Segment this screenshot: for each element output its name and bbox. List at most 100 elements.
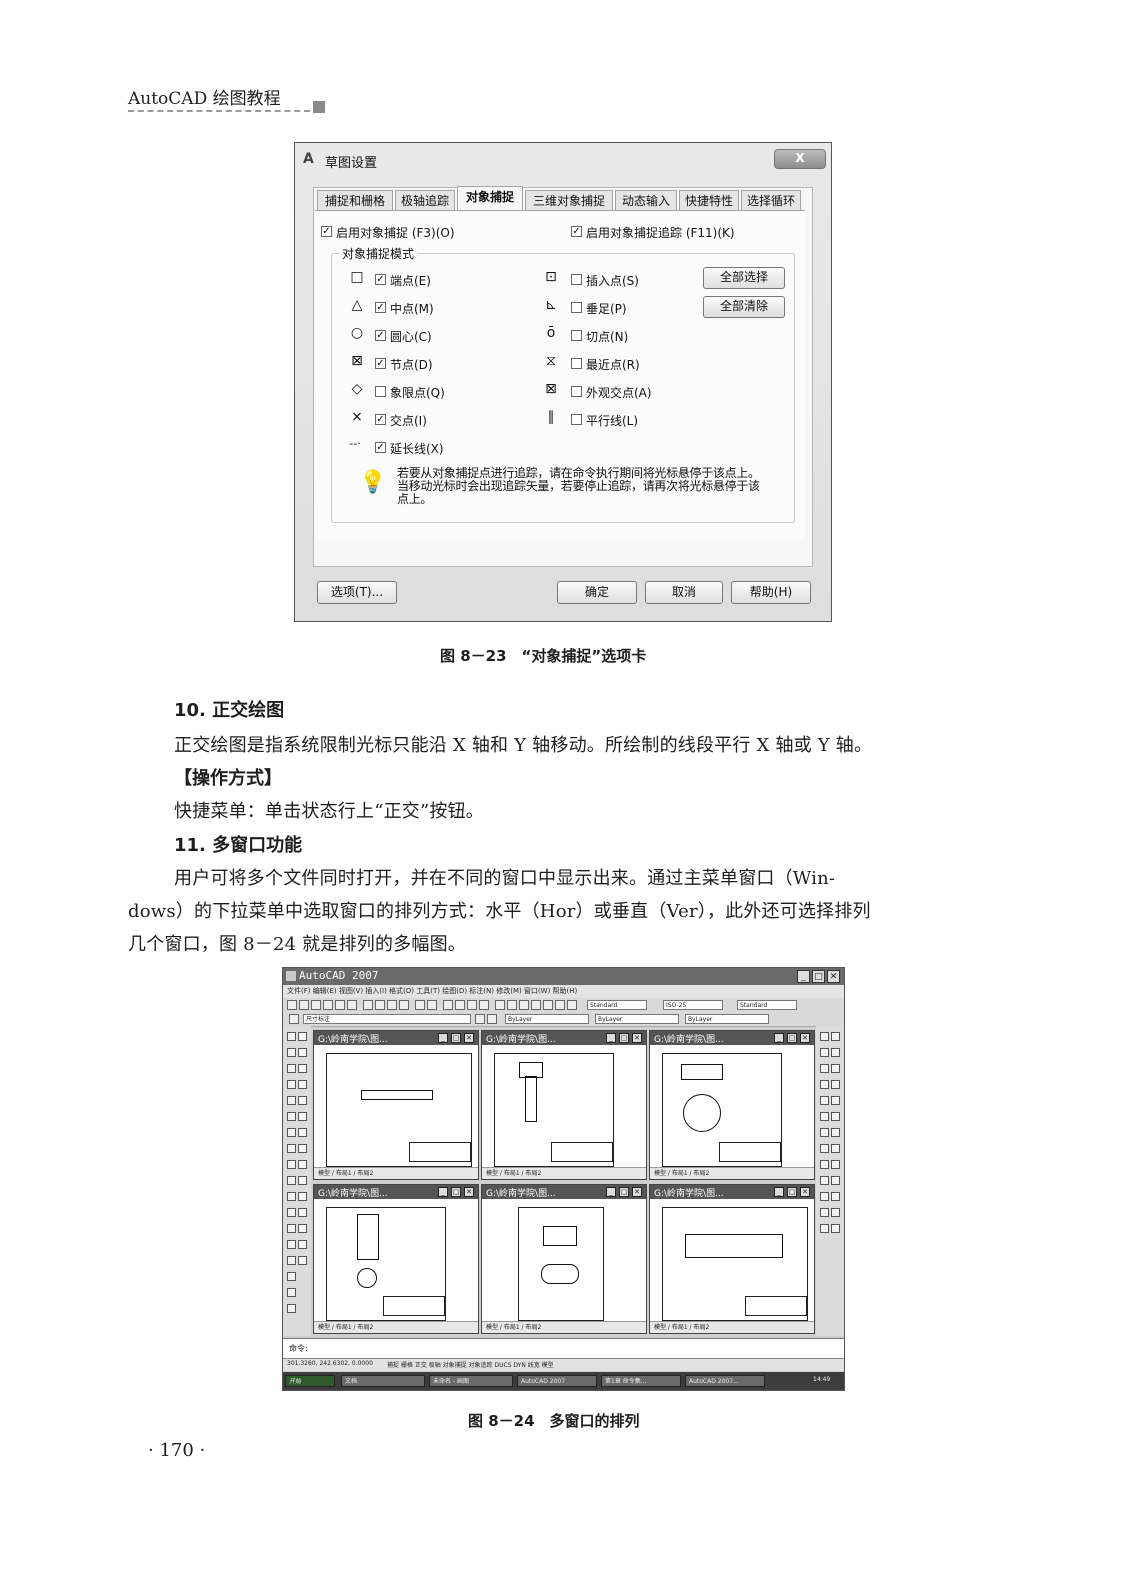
drawing-window[interactable]: G:\岭南学院\图... _ □ ✕ 模型 / 布局1 / 布局2 [481,1030,647,1180]
minimize-icon[interactable]: _ [606,1187,616,1197]
tolerance-icon[interactable] [820,1128,829,1137]
radius-dim-icon[interactable] [820,1064,829,1073]
revision-cloud-tool-icon[interactable] [298,1080,307,1089]
tab-object-snap[interactable]: 对象捕捉 [457,186,523,211]
new-icon[interactable] [287,1000,297,1010]
layout-tabs[interactable]: 模型 / 布局1 / 布局2 [650,1167,814,1179]
baseline-dim-icon[interactable] [831,1096,840,1105]
quick-dim-icon[interactable] [820,1096,829,1105]
menu-items[interactable]: 文件(F) 编辑(E) 视图(V) 插入(I) 格式(O) 工具(T) 绘图(D… [287,987,578,995]
tangent-checkbox[interactable] [571,330,582,341]
taskbar-item[interactable]: 第1章 命令集... [601,1375,681,1387]
maximize-icon[interactable]: □ [619,1187,629,1197]
minimize-icon[interactable]: _ [606,1033,616,1043]
taskbar-item[interactable]: AutoCAD 2007... [685,1375,765,1387]
osnap-node-icon[interactable] [831,1224,840,1233]
mtext-tool-icon[interactable] [298,1160,307,1169]
join-tool-icon[interactable] [298,1256,307,1265]
drawing-window[interactable]: G:\岭南学院\图... _ □ ✕ 模型 / 布局1 / 布局2 [313,1184,479,1334]
apparent-intersection-checkbox[interactable] [571,386,582,397]
tab-dynamic-input[interactable]: 动态输入 [615,190,677,210]
angular-dim-icon[interactable] [831,1080,840,1089]
polyline-tool-icon[interactable] [287,1048,296,1057]
layer-select[interactable]: 尺寸标注 [303,1014,471,1024]
layout-tabs[interactable]: 模型 / 布局1 / 布局2 [482,1321,646,1333]
maximize-icon[interactable]: □ [812,970,825,983]
rotate-tool-icon[interactable] [298,1208,307,1217]
zoom-window-icon[interactable] [467,1000,477,1010]
minimize-icon[interactable]: _ [438,1033,448,1043]
minimize-icon[interactable]: _ [438,1187,448,1197]
command-line[interactable]: 命令: [283,1338,844,1359]
redo-icon[interactable] [427,1000,437,1010]
circle-tool-icon[interactable] [287,1080,296,1089]
midpoint-checkbox[interactable]: ✓ [375,302,386,313]
layout-tabs[interactable]: 模型 / 布局1 / 布局2 [482,1167,646,1179]
drawing-window[interactable]: G:\岭南学院\图... _ □ ✕ 模型 / 布局1 / 布局2 [649,1184,815,1334]
linetype-select[interactable]: ByLayer [595,1014,679,1024]
quickcalc-icon[interactable] [555,1000,565,1010]
undo-icon[interactable] [415,1000,425,1010]
drawing-window[interactable]: G:\岭南学院\图... _ □ ✕ 模型 / 布局1 / 布局2 [649,1030,815,1180]
gradient-tool-icon[interactable] [287,1144,296,1153]
tab-polar-tracking[interactable]: 极轴追踪 [395,190,455,210]
zoom-previous-icon[interactable] [479,1000,489,1010]
region-tool-icon[interactable] [298,1144,307,1153]
status-toggle-buttons[interactable]: 捕捉 栅格 正交 极轴 对象捕捉 对象追踪 DUCS DYN 线宽 模型 [387,1362,554,1369]
node-checkbox[interactable]: ✓ [375,358,386,369]
layer-manager-icon[interactable] [289,1014,299,1024]
enable-snap-tracking-checkbox[interactable]: ✓ [571,226,582,237]
leader-icon[interactable] [831,1112,840,1121]
construction-line-tool-icon[interactable] [298,1032,307,1041]
select-all-button[interactable]: 全部选择 [703,267,785,289]
save-icon[interactable] [311,1000,321,1010]
maximize-icon[interactable]: □ [451,1033,461,1043]
tab-3d-object-snap[interactable]: 三维对象捕捉 [525,190,613,210]
tab-snap-grid[interactable]: 捕捉和栅格 [317,190,393,210]
layout-tabs[interactable]: 模型 / 布局1 / 布局2 [314,1321,478,1333]
osnap-perpendicular-icon[interactable] [820,1224,829,1233]
copy-tool-icon[interactable] [287,1176,296,1185]
help-icon[interactable] [567,1000,577,1010]
polygon-tool-icon[interactable] [298,1048,307,1057]
arc-tool-icon[interactable] [298,1064,307,1073]
start-button[interactable]: 开始 [285,1375,335,1387]
tool-palettes-icon[interactable] [519,1000,529,1010]
center-checkbox[interactable]: ✓ [375,330,386,341]
hatch-tool-icon[interactable] [298,1128,307,1137]
offset-tool-icon[interactable] [287,1192,296,1201]
make-block-tool-icon[interactable] [298,1112,307,1121]
taskbar-item[interactable]: 未命名 - 画图 [429,1375,513,1387]
osnap-midpoint-icon[interactable] [831,1176,840,1185]
dim-update-icon[interactable] [820,1160,829,1169]
array-tool-icon[interactable] [298,1192,307,1201]
paste-icon[interactable] [387,1000,397,1010]
maximize-icon[interactable]: □ [619,1033,629,1043]
spline-tool-icon[interactable] [287,1096,296,1105]
color-select[interactable]: ByLayer [505,1014,589,1024]
trim-tool-icon[interactable] [287,1240,296,1249]
close-icon[interactable]: ✕ [464,1033,474,1043]
pan-icon[interactable] [443,1000,453,1010]
close-icon[interactable]: ✕ [632,1033,642,1043]
fillet-tool-icon[interactable] [287,1288,296,1297]
copy-icon[interactable] [375,1000,385,1010]
drawing-window[interactable]: G:\岭南学院\图... _ □ ✕ 模型 / 布局1 / 布局2 [481,1184,647,1334]
taskbar-item[interactable]: 文档 [341,1375,425,1387]
clear-all-button[interactable]: 全部清除 [703,296,785,318]
extend-tool-icon[interactable] [298,1240,307,1249]
quadrant-checkbox[interactable] [375,386,386,397]
osnap-center-icon[interactable] [831,1192,840,1201]
ellipse-tool-icon[interactable] [298,1096,307,1105]
close-icon[interactable]: ✕ [800,1187,810,1197]
osnap-intersection-icon[interactable] [820,1192,829,1201]
perpendicular-checkbox[interactable] [571,302,582,313]
parallel-checkbox[interactable] [571,414,582,425]
dim-style-icon[interactable] [831,1160,840,1169]
scale-tool-icon[interactable] [287,1224,296,1233]
drawing-window[interactable]: G:\岭南学院\图... _ □ ✕ 模型 / 布局1 / 布局2 [313,1030,479,1180]
table-tool-icon[interactable] [287,1160,296,1169]
nearest-checkbox[interactable] [571,358,582,369]
extension-checkbox[interactable]: ✓ [375,442,386,453]
text-style-select[interactable]: Standard [587,1000,647,1010]
